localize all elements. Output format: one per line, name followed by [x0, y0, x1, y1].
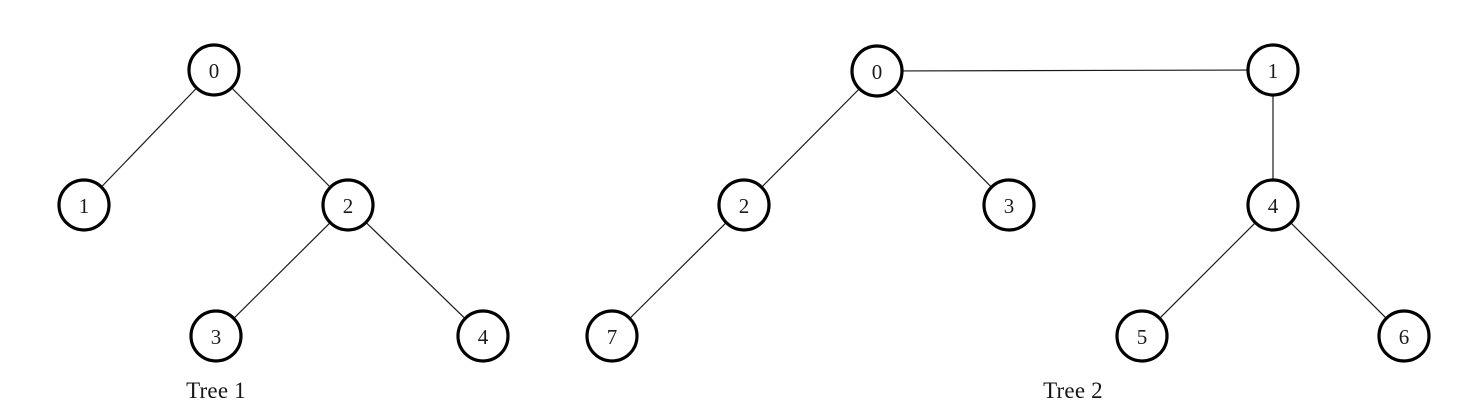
- edge-layer: [629, 69, 1387, 319]
- graph-node-6[interactable]: 6: [1377, 309, 1431, 363]
- graph-edge-4-5: [1159, 222, 1256, 319]
- graph-edge-2-3: [233, 222, 331, 319]
- graph-edge-0-2: [761, 88, 860, 188]
- graph-caption-tree-2: Tree 2: [1043, 378, 1103, 403]
- graph-edge-2-7: [629, 222, 727, 319]
- graph-node-2[interactable]: 2: [717, 178, 771, 232]
- graph-node-7[interactable]: 7: [585, 309, 639, 363]
- node-layer: 0 1 2 3 4 7 5 6: [585, 43, 1431, 363]
- node-circle-6[interactable]: [1377, 309, 1431, 363]
- graph-node-0[interactable]: 0: [187, 43, 241, 97]
- graph-node-1[interactable]: 1: [57, 178, 111, 232]
- node-circle-0[interactable]: [850, 44, 904, 98]
- node-circle-3[interactable]: [189, 309, 243, 363]
- graph-edge-0-1: [901, 69, 1249, 72]
- graph-edge-4-6: [1290, 222, 1387, 319]
- graph-tree-1: 0 1 2 3 4: [57, 43, 510, 363]
- graph-node-1[interactable]: 1: [1246, 43, 1300, 97]
- node-circle-1[interactable]: [1246, 43, 1300, 97]
- node-circle-1[interactable]: [57, 178, 111, 232]
- node-circle-3[interactable]: [982, 178, 1036, 232]
- graph-edge-2-4: [365, 221, 466, 320]
- graph-edge-0-1: [100, 87, 198, 188]
- graph-node-3[interactable]: 3: [982, 178, 1036, 232]
- node-circle-2[interactable]: [717, 178, 771, 232]
- node-circle-0[interactable]: [187, 43, 241, 97]
- node-circle-2[interactable]: [321, 178, 375, 232]
- graph-node-3[interactable]: 3: [189, 309, 243, 363]
- graph-edge-0-3: [894, 88, 992, 188]
- graph-node-5[interactable]: 5: [1115, 309, 1169, 363]
- graph-caption-tree-1: Tree 1: [186, 378, 246, 403]
- edge-layer: [100, 87, 466, 320]
- node-layer: 0 1 2 3 4: [57, 43, 510, 363]
- graph-node-4[interactable]: 4: [456, 309, 510, 363]
- graph-tree-2: 0 1 2 3 4 7 5 6: [585, 43, 1431, 363]
- node-circle-4[interactable]: [1246, 178, 1300, 232]
- node-circle-7[interactable]: [585, 309, 639, 363]
- graph-edge-0-2: [231, 87, 331, 188]
- graph-node-2[interactable]: 2: [321, 178, 375, 232]
- node-circle-4[interactable]: [456, 309, 510, 363]
- graph-node-0[interactable]: 0: [850, 44, 904, 98]
- node-circle-5[interactable]: [1115, 309, 1169, 363]
- graph-node-4[interactable]: 4: [1246, 178, 1300, 232]
